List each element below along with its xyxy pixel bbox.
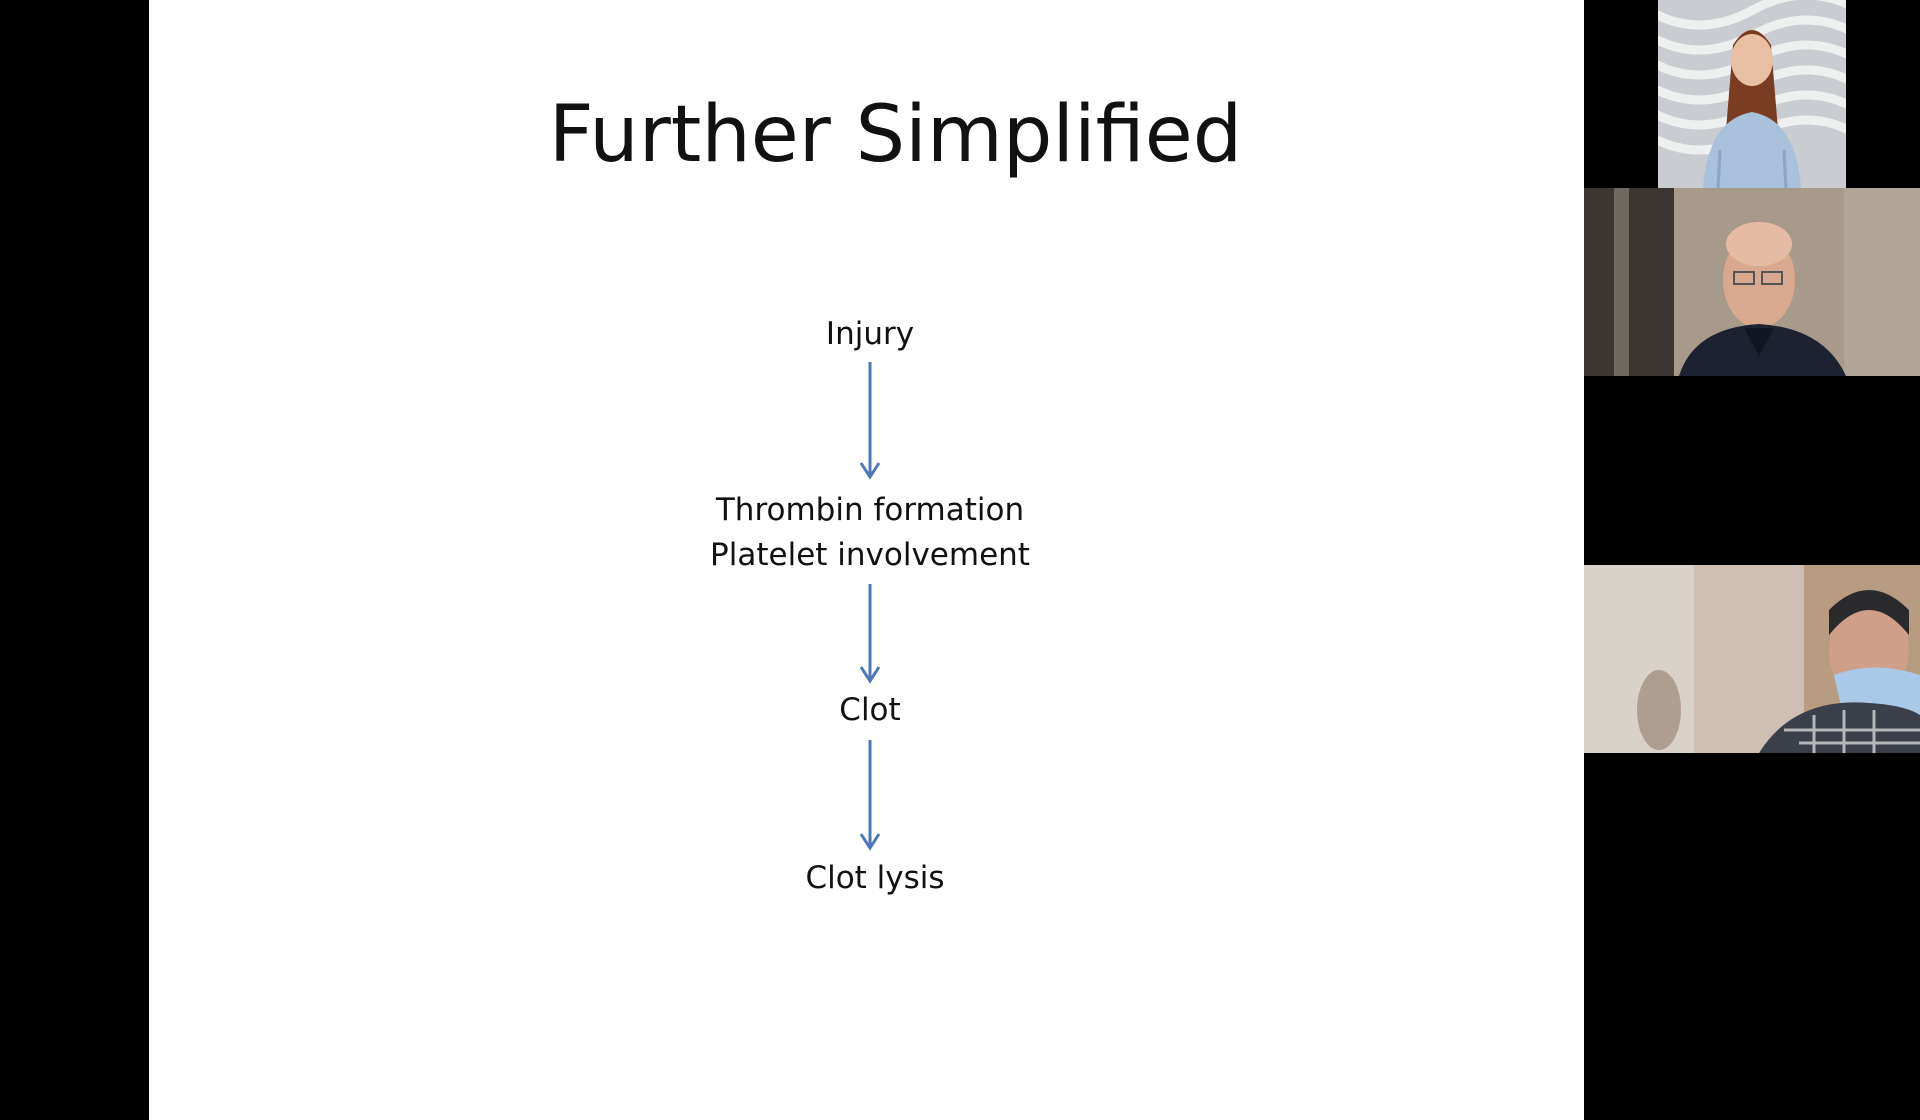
flow-step-clot: Clot (839, 692, 901, 728)
arrow-down-icon (855, 584, 885, 684)
flow-step-injury: Injury (825, 316, 915, 352)
slide-title: Further Simplified (548, 90, 1243, 180)
shared-slide: Further Simplified (149, 0, 1642, 1120)
participant-video-man-glasses[interactable] (1584, 188, 1920, 376)
participant-video-man-mask[interactable] (1584, 565, 1920, 753)
participant-video-woman[interactable] (1658, 0, 1846, 188)
flow-step-platelet: Platelet involvement (710, 537, 1030, 573)
flow-step-clot-lysis: Clot lysis (805, 860, 945, 896)
arrow-down-icon (855, 740, 885, 851)
flow-step-thrombin-platelet: Thrombin formation Platelet involvement (0, 488, 1740, 578)
video-panel-gap (1584, 376, 1920, 565)
arrow-down-icon (855, 362, 885, 482)
flow-step-thrombin: Thrombin formation (715, 492, 1025, 528)
